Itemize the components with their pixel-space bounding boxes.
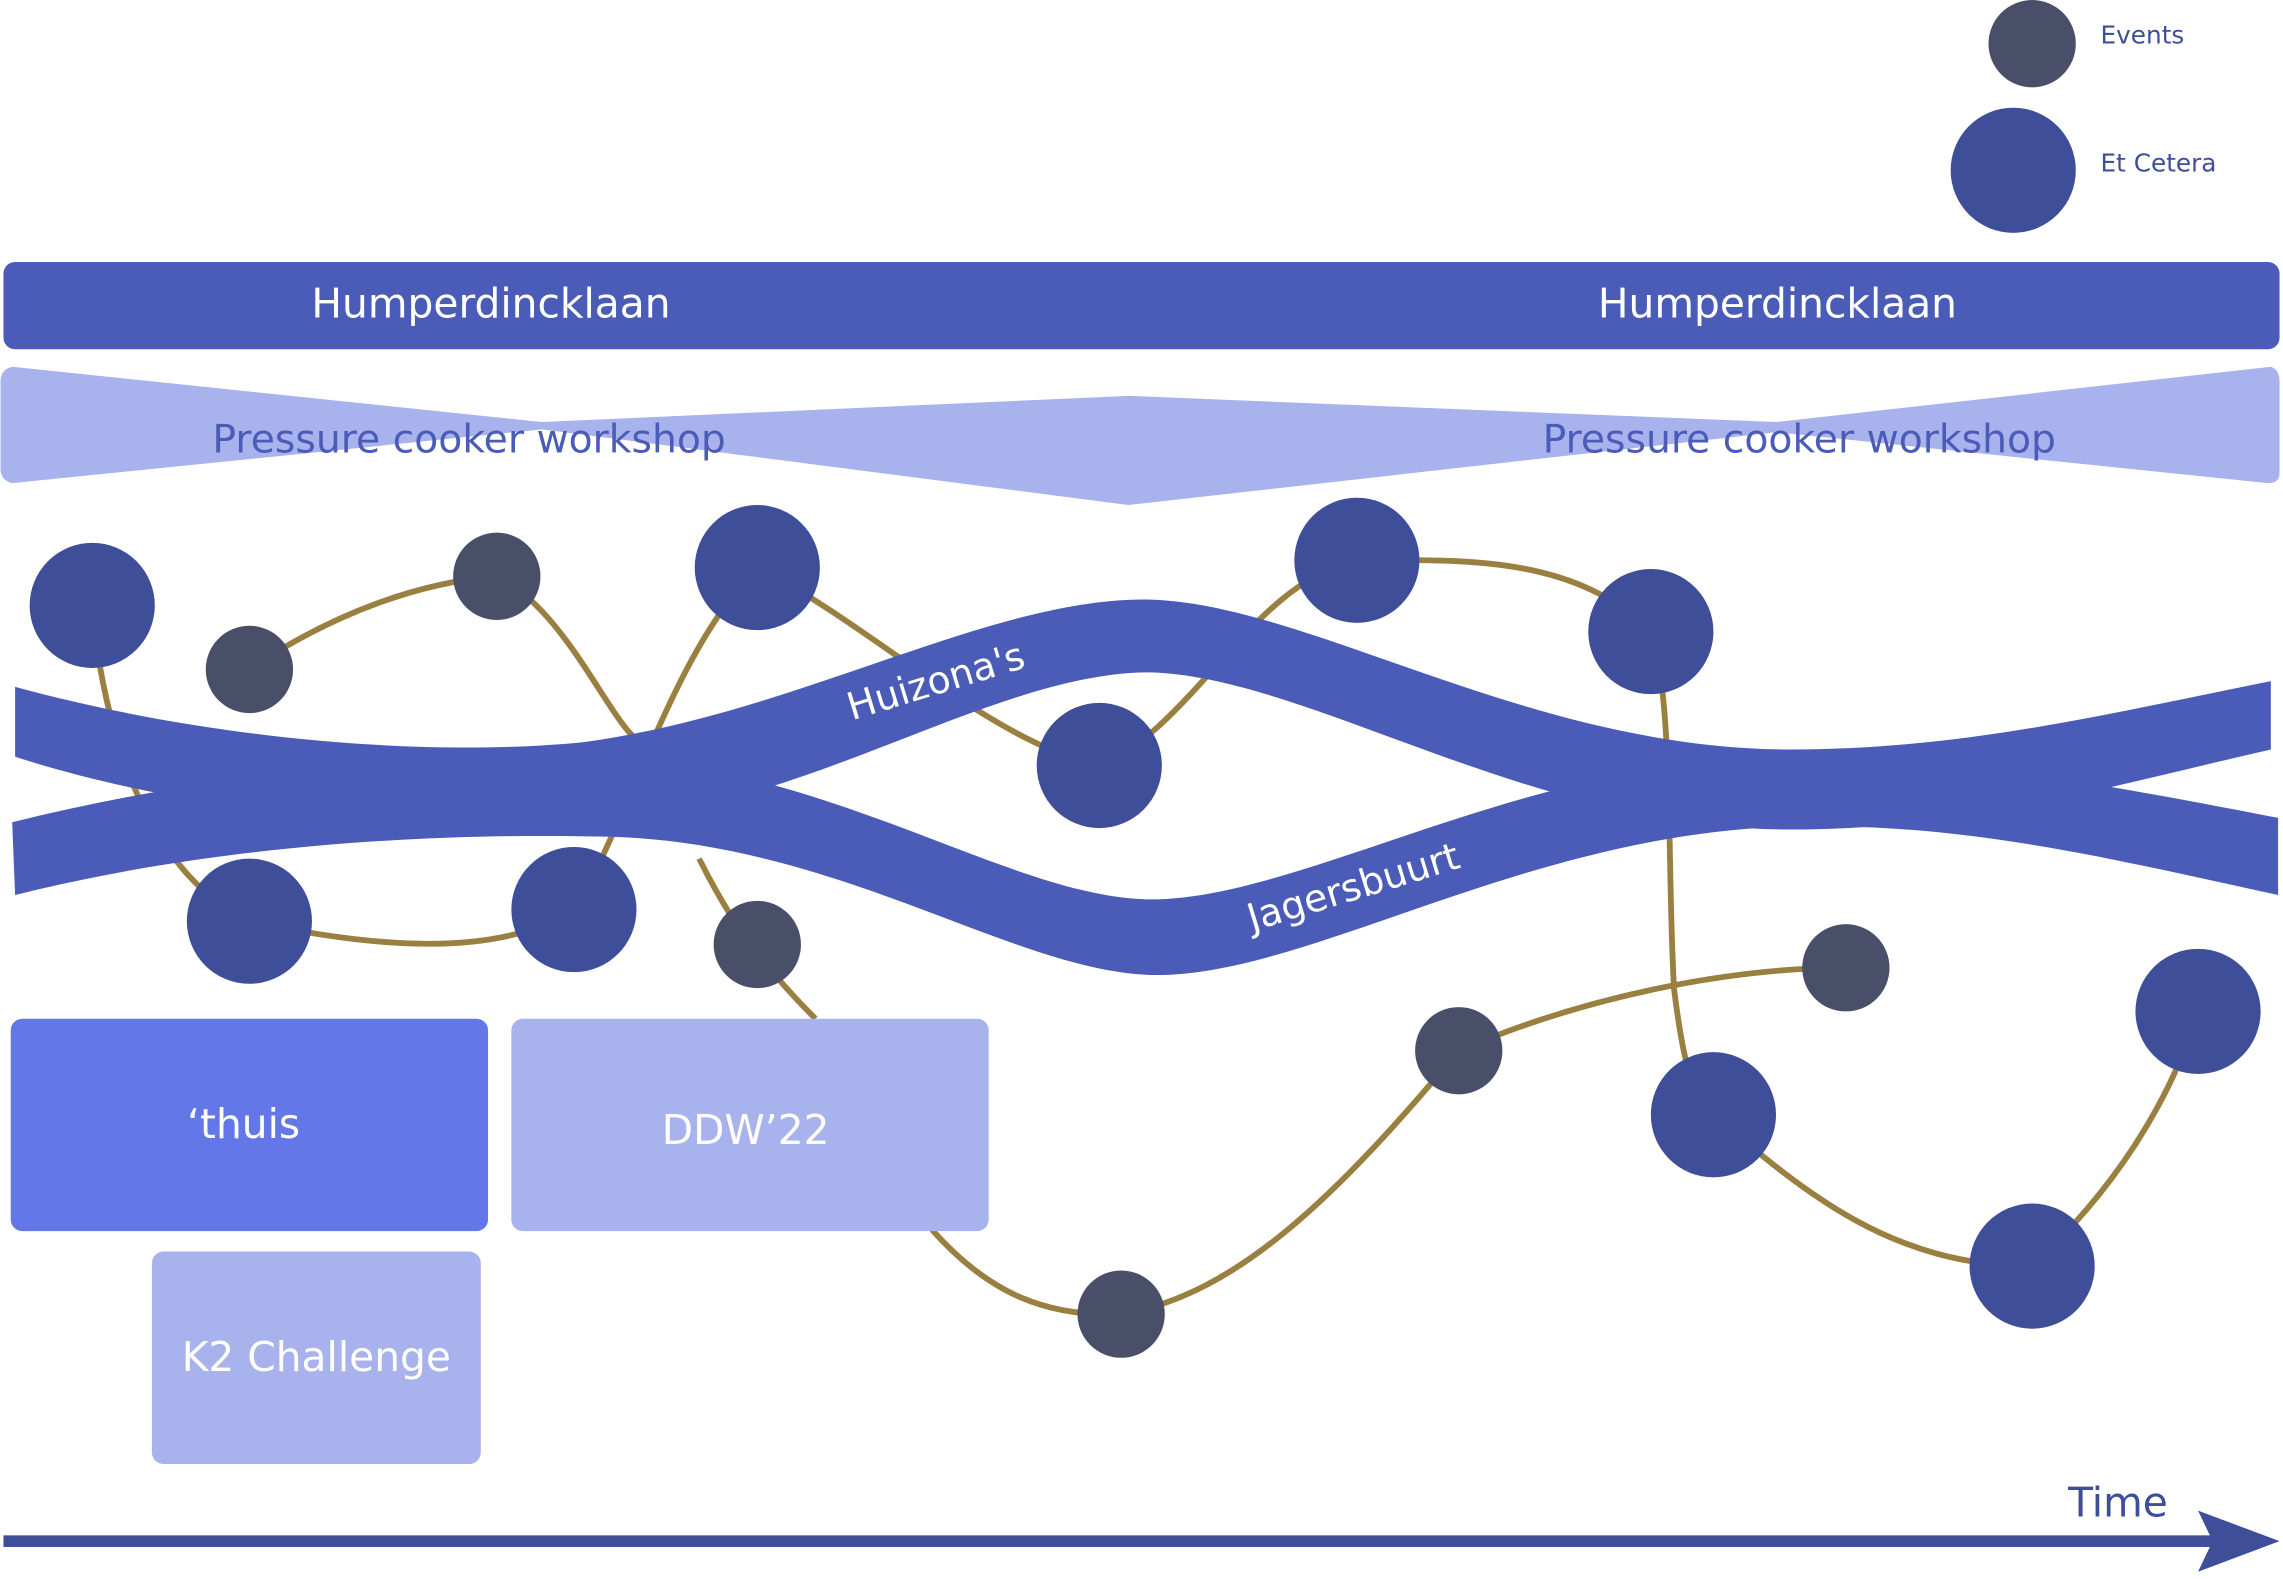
etc-node [29,542,155,668]
etc-node [1969,1203,2095,1329]
humperdincklaan-label-2: Humperdincklaan [1598,279,1957,327]
thuis-label: ‘thuis [187,1100,300,1148]
time-axis-arrowhead [2198,1510,2280,1572]
k2-challenge-label: K2 Challenge [182,1333,451,1381]
connection-path [1711,1010,2201,1270]
etc-node [1588,569,1714,695]
event-node [205,625,294,714]
connection-path [247,573,643,745]
humperdincklaan-label-1: Humperdincklaan [311,279,670,327]
time-axis-label: Time [2067,1478,2168,1526]
etc-node [1036,702,1162,829]
etc-node [1650,1052,1777,1178]
etc-node [186,858,312,984]
etc-node [511,846,637,973]
event-node [713,900,801,989]
legend-etc-label: Et Cetera [2101,149,2217,178]
legend-events-label: Events [2101,21,2185,50]
thuis-box [10,1018,489,1232]
legend-etc-icon [1950,107,2076,233]
connection-path [929,964,1846,1318]
legend: Events Et Cetera [1950,0,2217,233]
jagersbuurt-stream [12,755,2279,976]
pressure-cooker-band [0,366,2280,505]
event-node [1077,1270,1165,1358]
ddw22-box [511,1018,989,1232]
k2-challenge-box [151,1251,481,1465]
ddw22-label: DDW’22 [662,1106,830,1154]
etc-node [1294,497,1420,623]
event-node [453,532,541,620]
etc-node [694,504,820,631]
humperdincklaan-bar [3,261,2280,350]
etc-node [2135,948,2261,1075]
pressure-cooker-label-2: Pressure cooker workshop [1543,418,2056,463]
pressure-cooker-label-1: Pressure cooker workshop [212,418,725,463]
event-node [1802,924,1890,1012]
connection-path [755,557,1716,1117]
time-axis-line [3,1535,2216,1547]
legend-events-icon [1988,0,2076,88]
event-node [1415,1007,1503,1095]
